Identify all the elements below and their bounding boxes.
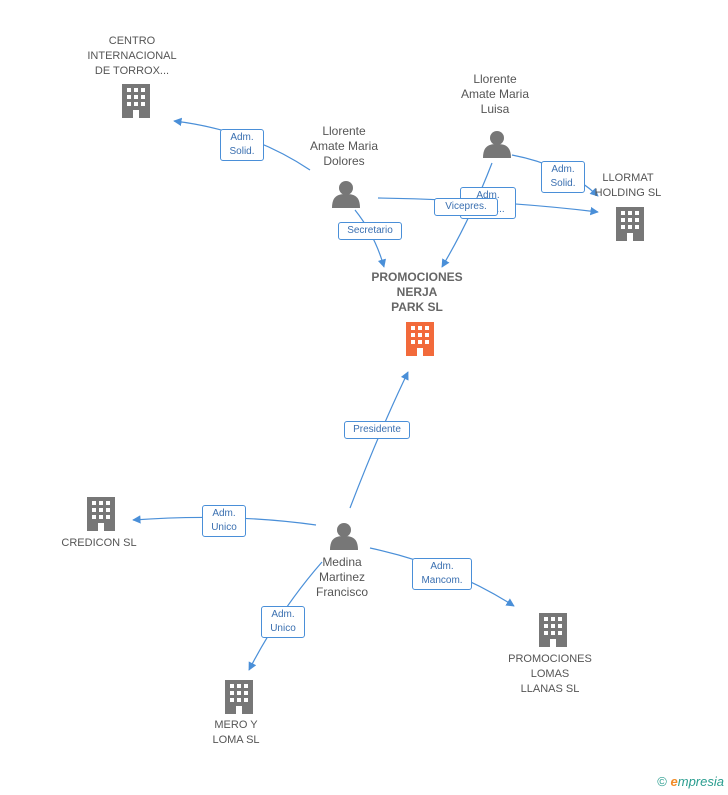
edge-label-medina-center: Presidente xyxy=(344,421,410,439)
edge-label-medina-credicon: Adm.Unico xyxy=(202,505,246,537)
person-icon-dolores[interactable] xyxy=(332,181,360,208)
company-icon-center[interactable] xyxy=(406,322,434,356)
brand-initial: e xyxy=(670,774,678,789)
company-icon-lomas[interactable] xyxy=(539,613,567,647)
company-icon-mero[interactable] xyxy=(225,680,253,714)
company-label-credicon[interactable]: CREDICON SL xyxy=(61,537,137,549)
copyright-icon: © xyxy=(657,774,667,789)
edge-label-luisa-center: Vicepres. xyxy=(434,198,498,216)
person-icon-luisa[interactable] xyxy=(483,131,511,158)
edge-label-dolores-center: Secretario xyxy=(338,222,402,240)
person-icon-medina[interactable] xyxy=(330,523,358,550)
edge-medina-center xyxy=(349,371,409,509)
edge-label-medina-lomas: Adm.Mancom. xyxy=(412,558,472,590)
company-icon-llormat[interactable] xyxy=(616,207,644,241)
edge-label-dolores-centro: Adm.Solid. xyxy=(220,129,264,161)
company-icon-credicon[interactable] xyxy=(87,497,115,531)
edge-label-luisa-llormat: Adm.Solid. xyxy=(541,161,585,193)
edge-label-medina-mero: Adm.Unico xyxy=(261,606,305,638)
brand-logo[interactable]: © empresia xyxy=(657,774,724,789)
company-icon-centro[interactable] xyxy=(122,84,150,118)
brand-name: mpresia xyxy=(677,774,724,789)
